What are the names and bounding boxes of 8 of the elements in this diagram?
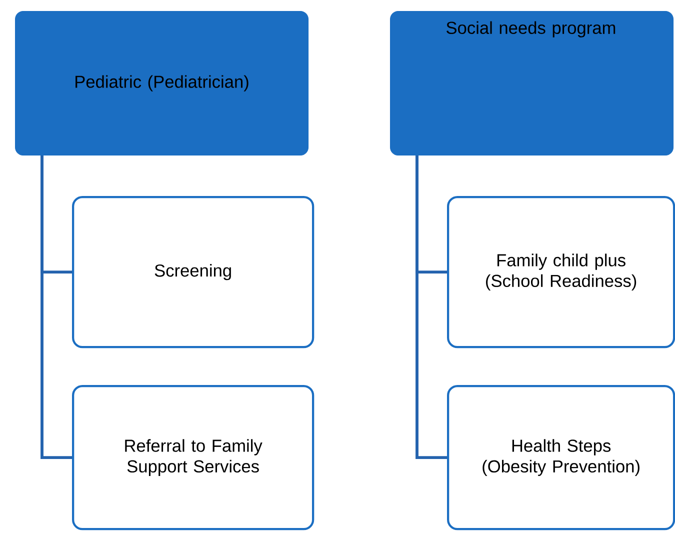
- process-box: Family child plus (School Readiness): [447, 196, 675, 348]
- connector: [40, 156, 72, 460]
- process-box: Health Steps (Obesity Prevention): [447, 385, 675, 530]
- connector: [416, 156, 447, 460]
- process-box: Screening: [72, 196, 314, 348]
- heading-box: Social needs program: [390, 11, 674, 156]
- process-box: Referral to Family Support Services: [72, 385, 314, 530]
- heading-box: Pediatric (Pediatrician): [15, 11, 309, 156]
